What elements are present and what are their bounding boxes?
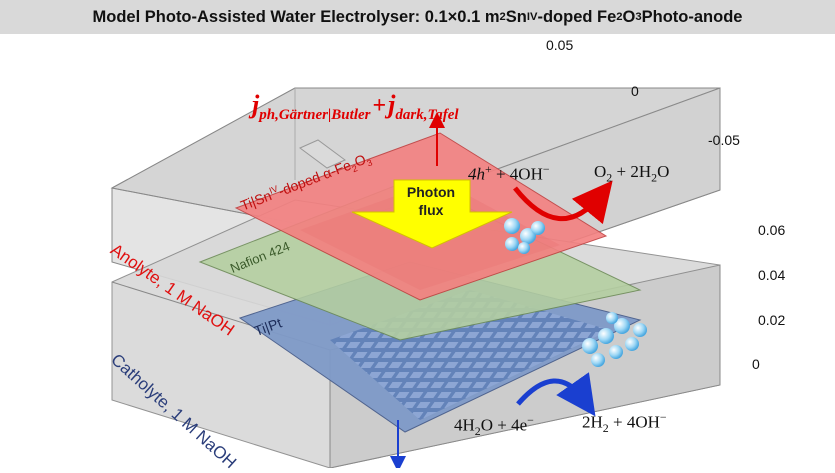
anode-products: O2 + 2H2O: [594, 162, 670, 185]
photon-flux-label: Photon flux: [406, 184, 456, 218]
photon-flux-arrow: [351, 179, 513, 249]
axis-z-tick-4: 0: [752, 356, 760, 372]
hydrogen-bubbles: [582, 312, 647, 367]
axis-z-tick-2: 0.04: [758, 267, 786, 283]
current-density-label: jph,Gärtner|Butler+jdark,Tafel: [252, 90, 459, 123]
cathode-reaction-arrow: [516, 372, 596, 417]
figure-title: Model Photo-Assisted Water Electrolyser:…: [0, 0, 835, 34]
cathode-reactants: 4H2O + 4e−: [454, 413, 534, 439]
oxygen-bubbles: [504, 218, 545, 254]
anode-reactants: 4h+ + 4OH−: [468, 162, 550, 184]
axis-z-tick-3: 0.02: [758, 312, 786, 328]
axis-y-tick-1: 0.05: [546, 37, 574, 53]
axis-z-tick-1: 0.06: [758, 222, 786, 238]
axis-y-tick-3: -0.05: [708, 132, 740, 148]
axis-y-tick-2: 0: [631, 83, 639, 99]
anode-reaction-arrow: [513, 180, 613, 225]
cathode-products: 2H2 + 4OH−: [582, 410, 667, 436]
